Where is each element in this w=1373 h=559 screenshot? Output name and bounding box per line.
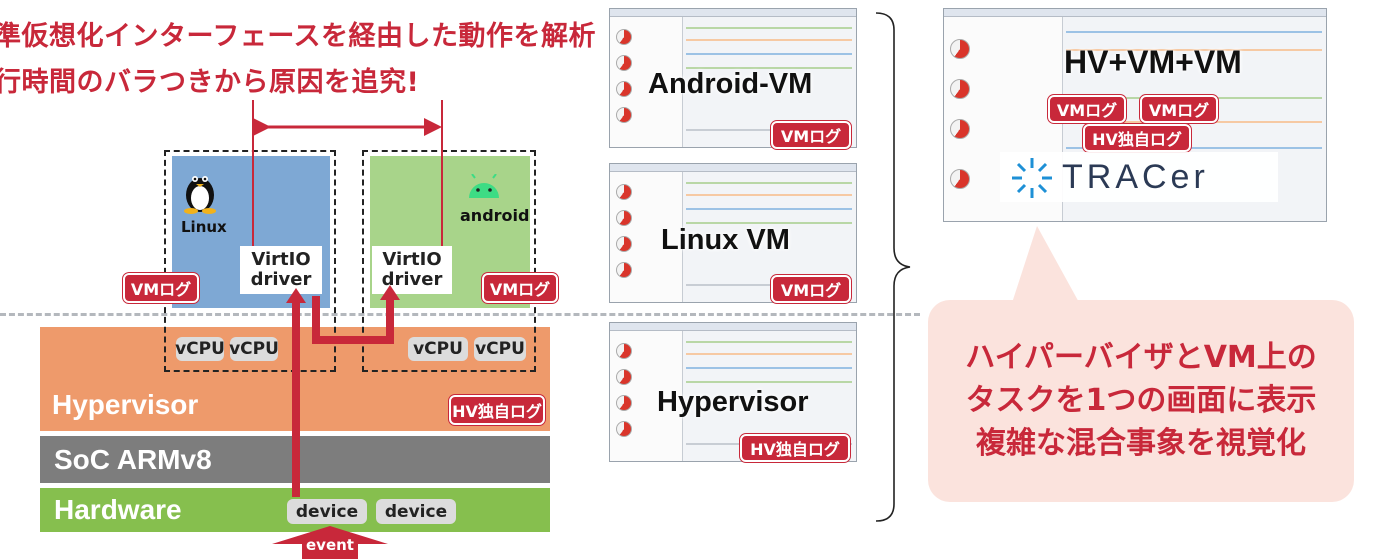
- screenshot-linux-title: Linux VM: [661, 224, 790, 256]
- combined-hv-log-badge: HV独自ログ: [1083, 124, 1191, 152]
- android-robot-icon: [469, 174, 499, 198]
- screenshot-linux-badge: VMログ: [771, 275, 851, 303]
- callout-bubble: [928, 300, 1354, 502]
- screenshot-android-title: Android-VM: [648, 68, 813, 100]
- screenshot-hypervisor-badge: HV独自ログ: [740, 434, 850, 462]
- screenshot-hypervisor-title: Hypervisor: [657, 386, 809, 418]
- tracer-logo-text: TRACer: [1062, 158, 1209, 196]
- hv-log-badge: HV独自ログ: [449, 395, 545, 425]
- event-arrow: [272, 526, 388, 559]
- android-vm-box: [362, 150, 536, 372]
- hardware-label: Hardware: [54, 494, 182, 525]
- linux-driver-label-1: VirtIO: [251, 249, 311, 270]
- callout-line-2: タスクを1つの画面に表示: [965, 383, 1317, 418]
- callout-line-1: ハイパーバイザとVM上の: [965, 340, 1317, 375]
- android-virtio-driver: VirtIO driver: [372, 246, 452, 294]
- callout-tail: [1011, 226, 1081, 306]
- linux-virtio-driver: VirtIO driver: [240, 246, 322, 294]
- flow-arrows: [252, 100, 443, 497]
- event-label: event: [306, 536, 354, 554]
- separator-line: [0, 313, 920, 316]
- combined-vm-log-badge-2: VMログ: [1140, 95, 1218, 123]
- tracer-logo-mark: [1012, 158, 1052, 198]
- soc-label: SoC ARMv8: [54, 443, 212, 475]
- linux-vcpu-2: vCPU: [229, 337, 279, 361]
- device-2: device: [376, 499, 456, 524]
- headline-line-2: 行時間のバラつきから原因を追究!: [0, 67, 420, 98]
- android-driver-label-1: VirtIO: [382, 249, 442, 270]
- callout-text: ハイパーバイザとVM上の タスクを1つの画面に表示 複雑な混合事象を視覚化: [928, 336, 1354, 465]
- linux-tux-icon: [184, 176, 216, 214]
- screenshot-android-badge: VMログ: [771, 121, 851, 149]
- hypervisor-label: Hypervisor: [52, 389, 199, 420]
- android-label: android: [460, 206, 530, 225]
- combined-vm-log-badge-1: VMログ: [1048, 95, 1126, 123]
- callout-line-3: 複雑な混合事象を視覚化: [976, 426, 1306, 461]
- headline-line-1: 準仮想化インターフェースを経由した動作を解析: [0, 21, 597, 52]
- linux-driver-label-2: driver: [250, 269, 312, 290]
- grouping-bracket: [875, 12, 911, 522]
- android-vm-log-badge: VMログ: [482, 273, 558, 303]
- combined-title: HV+VM+VM: [1064, 44, 1242, 80]
- linux-vm-log-badge: VMログ: [123, 273, 199, 303]
- android-vcpu-2: vCPU: [474, 337, 526, 361]
- android-driver-label-2: driver: [381, 269, 443, 290]
- screenshot-android: [609, 8, 857, 148]
- device-1: device: [287, 499, 367, 524]
- linux-vcpu-1: vCPU: [175, 337, 225, 361]
- android-vcpu-1: vCPU: [408, 337, 468, 361]
- linux-vm-box: [164, 150, 336, 372]
- linux-label: Linux: [181, 218, 227, 236]
